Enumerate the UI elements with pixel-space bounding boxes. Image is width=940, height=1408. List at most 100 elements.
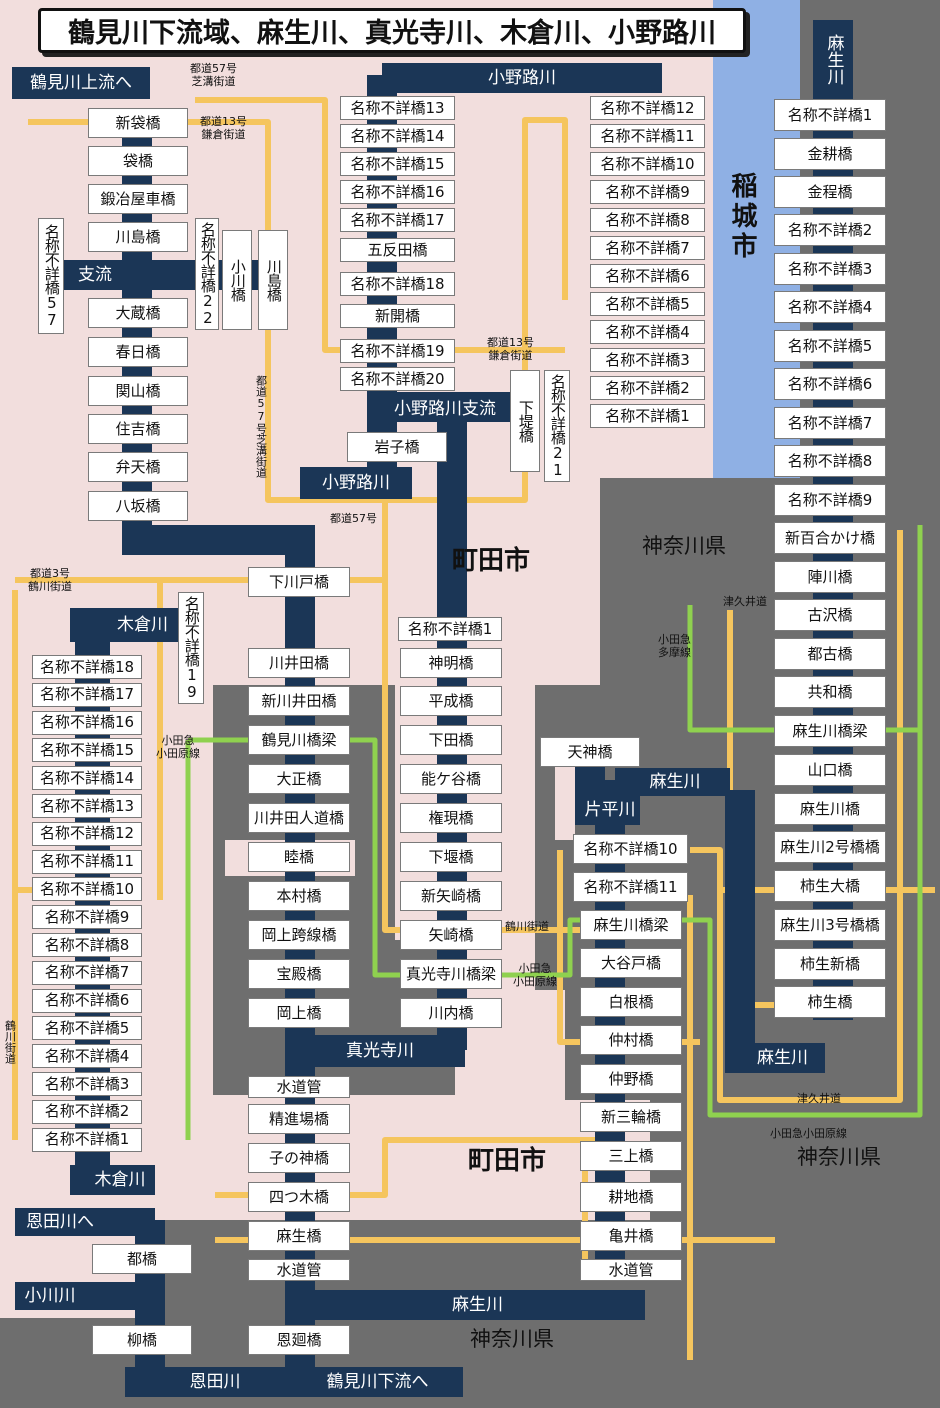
bridge-main: 弁天橋 <box>88 452 188 482</box>
bridge-main: 新袋橋 <box>88 108 188 138</box>
bridge-kikura: 名称不詳橋5 <box>32 1016 142 1041</box>
road-label-tsukui-top: 津久井道 <box>723 595 767 608</box>
bridge-center: 大正橋 <box>248 764 350 794</box>
bridge-asao: 金耕橋 <box>774 138 886 170</box>
bridge-onoji-right: 名称不詳橋11 <box>590 124 705 148</box>
bridge-shinkoji: 平成橋 <box>400 686 502 716</box>
bridge-b21: 名称不詳橋21 <box>544 370 570 482</box>
bridge-asao: 麻生川2号橋橋 <box>774 831 886 863</box>
pref-label-kanagawa-1: 神奈川県 <box>642 534 726 558</box>
bridge-shinkoji: 権現橋 <box>400 803 502 833</box>
bridge-kikura: 名称不詳橋9 <box>32 905 142 930</box>
bridge-onoji-left: 名称不詳橋18 <box>340 272 455 296</box>
bridge-kikura: 名称不詳橋13 <box>32 794 142 818</box>
bridge-asao: 共和橋 <box>774 676 886 708</box>
bridge-asao: 名称不詳橋5 <box>774 330 886 362</box>
bridge-onoji-right: 名称不詳橋9 <box>590 180 705 204</box>
river-label-onoji-top: 小野路川 <box>488 67 556 88</box>
river-label-asao-mid: 麻生川 <box>649 771 701 792</box>
bridge-shitatsutsumi: 下堤橋 <box>510 370 540 472</box>
bridge-kikura: 名称不詳橋16 <box>32 710 142 735</box>
bridge-asao-mid: 大谷戸橋 <box>580 948 682 978</box>
bridge-onoji-left: 名称不詳橋14 <box>340 124 455 148</box>
bridge-shinkoji: 名称不詳橋1 <box>398 617 502 641</box>
bridge-kikura: 名称不詳橋10 <box>32 877 142 902</box>
bridge-asao: 名称不詳橋4 <box>774 291 886 323</box>
road-label-tsurukawa-left: 鶴川街道 <box>3 1020 17 1064</box>
bridge-asao: 柿生新橋 <box>774 948 886 980</box>
bridge-main: 関山橋 <box>88 376 188 406</box>
bridge-asao: 名称不詳橋2 <box>774 214 886 246</box>
bridge-kikura: 名称不詳橋12 <box>32 821 142 846</box>
bridge-asao: 金程橋 <box>774 176 886 208</box>
road-label-tsurukawa-mid: 鶴川街道 <box>505 920 549 933</box>
bridge-shinkoji: 神明橋 <box>400 648 502 678</box>
map-title: 鶴見川下流域、麻生川、真光寺川、木倉川、小野路川 <box>38 8 746 53</box>
road-label-tsukui-bottom: 津久井道 <box>797 1092 841 1105</box>
bridge-onoji-left: 名称不詳橋17 <box>340 208 455 232</box>
river-label-tsurumi-lower: 鶴見川下流へ <box>326 1371 429 1392</box>
bridge-center: 本村橋 <box>248 881 350 911</box>
bridge-onoji-left: 名称不詳橋15 <box>340 152 455 176</box>
bridge-asao: 都古橋 <box>774 638 886 670</box>
river-label-shiryu: 支流 <box>78 264 112 285</box>
bridge-main: 春日橋 <box>88 337 188 367</box>
bridge-main: 袋橋 <box>88 146 188 176</box>
bridge-asao-mid: 白根橋 <box>580 987 682 1017</box>
bridge-kikura: 名称不詳橋14 <box>32 766 142 791</box>
bridge-onoji-left: 名称不詳橋13 <box>340 96 455 120</box>
bridge-kikura: 名称不詳橋8 <box>32 933 142 957</box>
bridge-onoji-left: 名称不詳橋20 <box>340 367 455 391</box>
bridge-main: 住吉橋 <box>88 414 188 444</box>
bridge-asao-mid: 仲村橋 <box>580 1025 682 1055</box>
bridge-asao: 名称不詳橋8 <box>774 445 886 477</box>
bridge-lower-center: 恩廻橋 <box>248 1325 350 1355</box>
bridge-iwako: 岩子橋 <box>347 432 447 462</box>
road-label-r13-mid: 都道13号 鎌倉街道 <box>487 336 534 363</box>
bridge-kikura: 名称不詳橋11 <box>32 849 142 874</box>
bridge-kikura: 名称不詳橋2 <box>32 1099 142 1124</box>
bridge-center: 川井田橋 <box>248 648 350 678</box>
machida-pocket-2 <box>555 760 575 840</box>
bridge-asao-mid: 亀井橋 <box>580 1221 682 1251</box>
bridge-lower-center: 精進場橋 <box>248 1104 350 1134</box>
bridge-asao: 名称不詳橋9 <box>774 484 886 516</box>
pref-label-kanagawa-3: 神奈川県 <box>470 1327 554 1351</box>
bridge-main: 大蔵橋 <box>88 298 188 328</box>
bridge-kikura: 名称不詳橋6 <box>32 988 142 1013</box>
bridge-onoji-right: 名称不詳橋7 <box>590 236 705 260</box>
river-label-asao-lower: 麻生川 <box>757 1047 808 1068</box>
bridge-asao-mid: 天神橋 <box>540 737 640 767</box>
bridge-shinkoji: 下堰橋 <box>400 842 502 872</box>
road-label-r13-top: 都道13号 鎌倉街道 <box>200 115 247 142</box>
river-label-shinkoji: 真光寺川 <box>346 1040 414 1061</box>
bridge-asao-mid: 名称不詳橋10 <box>573 834 688 864</box>
road-label-r3: 都道3号 鶴川街道 <box>28 567 72 594</box>
bridge-onoji-right: 名称不詳橋2 <box>590 376 705 400</box>
bridge-asao: 新百合かけ橋 <box>774 522 886 554</box>
bridge-shinkoji: 新矢崎橋 <box>400 881 502 911</box>
bridge-shinkoji: 川内橋 <box>400 998 502 1028</box>
bridge-center: 岡上橋 <box>248 998 350 1028</box>
bridge-lower-center: 麻生橋 <box>248 1221 350 1251</box>
bridge-asao: 麻生川橋梁 <box>774 715 886 747</box>
bridge-shinkoji: 真光寺川橋梁 <box>400 959 502 989</box>
bridge-onoji-left: 新開橋 <box>340 304 455 328</box>
bridge-asao: 古沢橋 <box>774 599 886 631</box>
bridge-b57: 名称不詳橋57 <box>38 218 64 334</box>
pref-label-kanagawa-2: 神奈川県 <box>797 1145 881 1169</box>
bridge-asao: 麻生川3号橋橋 <box>774 909 886 941</box>
bridge-onoji-right: 名称不詳橋4 <box>590 320 705 344</box>
bridge-onoji-right: 名称不詳橋12 <box>590 96 705 120</box>
bridge-bottom-left: 都橋 <box>92 1244 192 1274</box>
river-label-ogawa: 小川川 <box>24 1285 76 1306</box>
bridge-onoji-right: 名称不詳橋6 <box>590 264 705 288</box>
bridge-asao: 柿生大橋 <box>774 870 886 902</box>
bridge-asao: 名称不詳橋7 <box>774 407 886 439</box>
bridge-asao-mid: 麻生川橋梁 <box>580 910 682 940</box>
bridge-asao: 陣川橋 <box>774 561 886 593</box>
bridge-center: 岡上跨線橋 <box>248 920 350 950</box>
bridge-b19: 名称不詳橋19 <box>178 592 204 704</box>
